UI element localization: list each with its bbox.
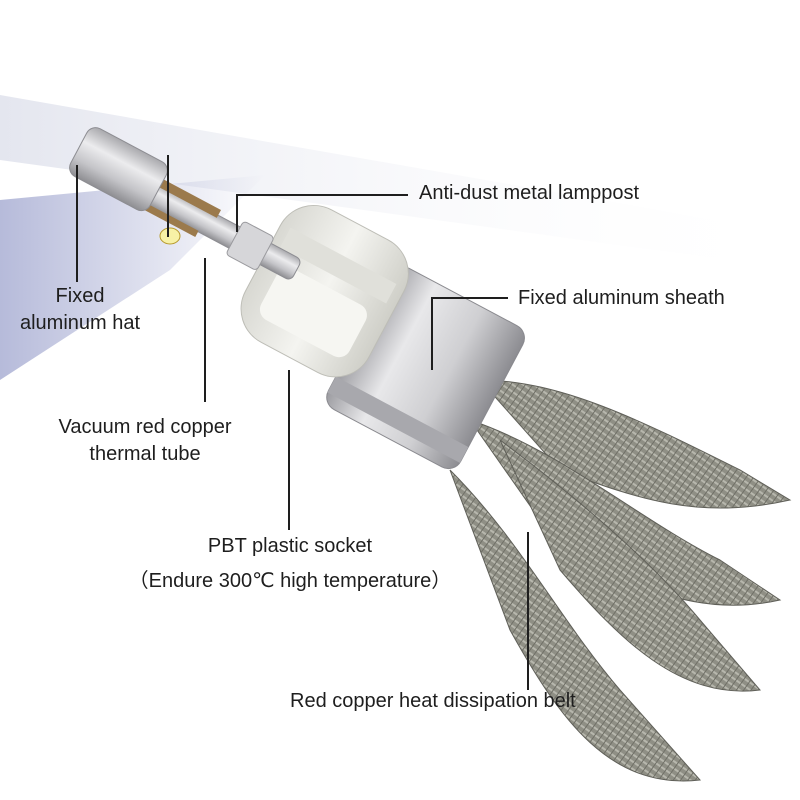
label-fixed-aluminum-sheath: Fixed aluminum sheath (518, 285, 725, 312)
label-copper-thermal-tube: Vacuum red copper thermal tube (40, 414, 250, 468)
label-anti-dust-lamppost: Anti-dust metal lamppost (419, 180, 639, 207)
label-fixed-hat-line2: aluminum hat (0, 310, 160, 337)
led-chip (160, 228, 180, 244)
label-pbt-socket: PBT plastic socket （Endure 300℃ high tem… (110, 533, 470, 595)
label-copper-tube-line1: Vacuum red copper (40, 414, 250, 441)
label-pbt-line2: （Endure 300℃ high temperature） (110, 568, 470, 595)
label-fixed-hat-line1: Fixed (0, 283, 160, 310)
label-pbt-line1: PBT plastic socket (110, 533, 470, 560)
label-fixed-aluminum-hat: Fixed aluminum hat (0, 283, 160, 337)
label-heat-dissipation-belt: Red copper heat dissipation belt (290, 688, 576, 715)
heat-dissipation-belt (450, 380, 790, 781)
label-copper-tube-line2: thermal tube (40, 441, 250, 468)
